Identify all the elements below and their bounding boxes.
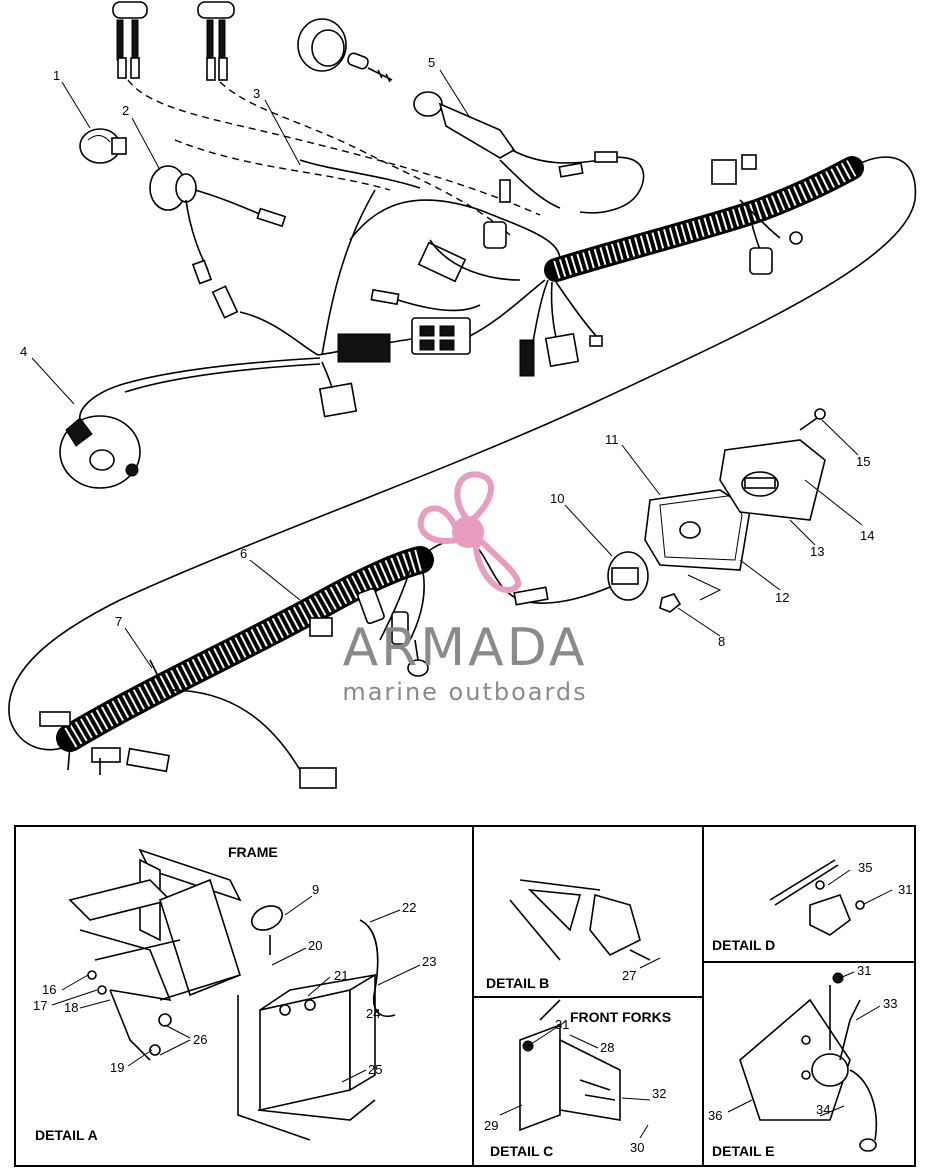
callout-31-detail-e: 31 bbox=[857, 963, 871, 978]
callout-31-detail-d: 31 bbox=[898, 882, 912, 897]
callout-32: 32 bbox=[652, 1086, 666, 1101]
label-detail-a: DETAIL A bbox=[35, 1127, 98, 1143]
bulb bbox=[79, 128, 127, 164]
callout-7: 7 bbox=[115, 614, 122, 629]
propeller-logo bbox=[417, 471, 522, 593]
label-detail-e: DETAIL E bbox=[712, 1143, 775, 1159]
tail-lamp-housing bbox=[644, 489, 751, 571]
label-detail-b: DETAIL B bbox=[486, 975, 549, 991]
callout-18: 18 bbox=[64, 1000, 78, 1015]
watermark-brand: ARMADA bbox=[343, 618, 588, 678]
callout-25: 25 bbox=[368, 1062, 382, 1077]
detail-b-artwork bbox=[509, 879, 651, 961]
callout-16: 16 bbox=[42, 982, 56, 997]
callout-12: 12 bbox=[775, 590, 789, 605]
callout-22: 22 bbox=[402, 900, 416, 915]
watermark: ARMADA marine outboards bbox=[342, 471, 588, 706]
callout-13: 13 bbox=[810, 544, 824, 559]
lamp-nut bbox=[659, 593, 682, 613]
callout-27: 27 bbox=[622, 968, 636, 983]
callout-1: 1 bbox=[53, 68, 60, 83]
detail-c-artwork bbox=[519, 999, 621, 1132]
upper-harness-conduit bbox=[544, 156, 864, 282]
detail-e-artwork bbox=[739, 972, 878, 1152]
callout-leaders bbox=[31, 69, 893, 1139]
label-detail-d: DETAIL D bbox=[712, 937, 775, 953]
harness-connector-block bbox=[337, 317, 471, 363]
callout-14: 14 bbox=[860, 528, 874, 543]
upper-wiring-harness bbox=[8, 1, 917, 751]
callout-3: 3 bbox=[253, 86, 260, 101]
callout-30: 30 bbox=[630, 1140, 644, 1155]
callout-24: 24 bbox=[366, 1006, 380, 1021]
lower-wiring-harness bbox=[39, 408, 826, 789]
callout-29: 29 bbox=[484, 1118, 498, 1133]
tail-lamp-lens bbox=[719, 439, 826, 521]
lamp-screw bbox=[799, 408, 826, 431]
ignition-switch bbox=[297, 18, 645, 214]
detail-d-artwork bbox=[769, 859, 865, 936]
label-detail-c: DETAIL C bbox=[490, 1143, 553, 1159]
ignition-key-right bbox=[197, 1, 235, 81]
detail-panels bbox=[14, 825, 916, 1167]
callout-numbers: 1 2 3 4 5 6 7 8 9 10 11 12 13 14 15 16 1… bbox=[20, 55, 912, 1155]
ignition-key-left bbox=[112, 1, 148, 79]
panel-labels: FRAME FRONT FORKS DETAIL A DETAIL B DETA… bbox=[35, 844, 775, 1159]
callout-4: 4 bbox=[20, 344, 27, 359]
callout-19: 19 bbox=[110, 1060, 124, 1075]
callout-5: 5 bbox=[428, 55, 435, 70]
callout-17: 17 bbox=[33, 998, 47, 1013]
callout-28: 28 bbox=[600, 1040, 614, 1055]
callout-6: 6 bbox=[240, 546, 247, 561]
callout-31-detail-c: 31 bbox=[555, 1017, 569, 1032]
callout-23: 23 bbox=[422, 954, 436, 969]
callout-9: 9 bbox=[312, 882, 319, 897]
bulb-socket bbox=[149, 165, 287, 285]
callout-11: 11 bbox=[605, 432, 619, 447]
tail-lamp-socket bbox=[607, 551, 649, 601]
callout-20: 20 bbox=[308, 938, 322, 953]
callout-10: 10 bbox=[550, 491, 564, 506]
callout-26: 26 bbox=[193, 1032, 207, 1047]
callout-34: 34 bbox=[816, 1102, 830, 1117]
label-front-forks: FRONT FORKS bbox=[570, 1009, 671, 1025]
detail-a-artwork bbox=[68, 848, 396, 1141]
callout-21: 21 bbox=[334, 968, 348, 983]
callout-33: 33 bbox=[883, 996, 897, 1011]
watermark-tagline: marine outboards bbox=[342, 678, 587, 706]
callout-8: 8 bbox=[718, 634, 725, 649]
lower-harness-conduit bbox=[56, 546, 434, 752]
detail-frame bbox=[14, 825, 916, 1167]
callout-36: 36 bbox=[708, 1108, 722, 1123]
label-frame: FRAME bbox=[228, 844, 278, 860]
callout-35: 35 bbox=[858, 860, 872, 875]
pickup-coil bbox=[59, 415, 141, 489]
callout-2: 2 bbox=[122, 103, 129, 118]
callout-15: 15 bbox=[856, 454, 870, 469]
